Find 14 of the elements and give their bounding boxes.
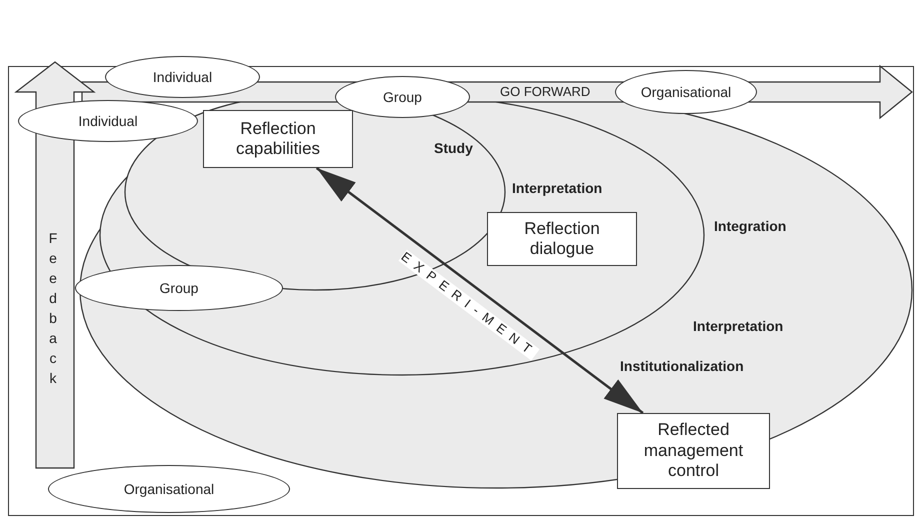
double-arrow bbox=[316, 167, 644, 414]
arrow-label: Feedback bbox=[45, 230, 61, 390]
ellipse-node: Organisational bbox=[615, 70, 757, 114]
stage-label: Study bbox=[434, 140, 473, 156]
stage-label: Integration bbox=[714, 218, 786, 234]
arrow-label: GO FORWARD bbox=[500, 84, 590, 99]
stage-label: Institutionalization bbox=[620, 358, 744, 374]
stage-label: Interpretation bbox=[693, 318, 784, 334]
text-box: Reflected management control bbox=[617, 413, 770, 489]
ellipse-node: Individual bbox=[105, 56, 260, 98]
ellipse-node: Organisational bbox=[48, 465, 290, 513]
text-box: Reflection dialogue bbox=[487, 212, 637, 266]
stage-label: Interpretation bbox=[512, 180, 602, 196]
text-box: Reflection capabilities bbox=[203, 110, 353, 168]
